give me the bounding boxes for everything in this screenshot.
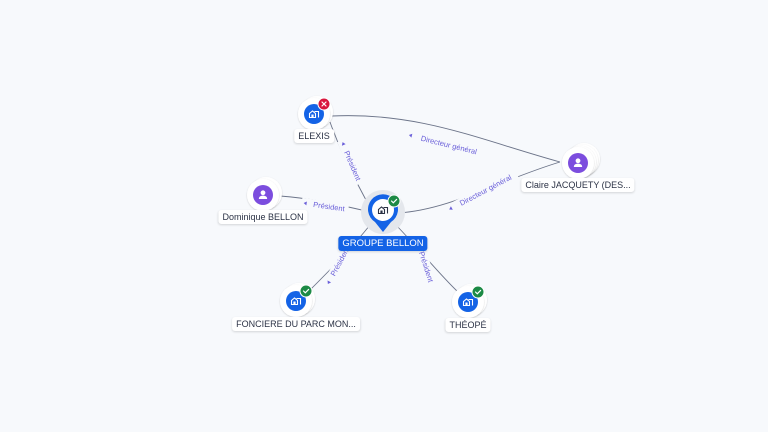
node-claire-jacquety[interactable] [562,143,600,179]
edge-claire-jacquety-elexis[interactable]: Directeur général [331,115,561,163]
edge-line [331,115,561,163]
arrow-icon [341,142,346,146]
node-elexis[interactable] [298,96,333,130]
arrow-icon [408,133,413,138]
node-label-groupe-bellon[interactable]: GROUPE BELLON [338,236,428,251]
node-groupe-bellon[interactable] [361,190,405,234]
edge-label: Président [417,250,436,284]
node-label-fonciere[interactable]: FONCIERE DU PARC MON... [232,317,360,331]
edge-dominique-bellon-groupe-bellon[interactable]: Président [279,195,367,215]
edge-groupe-bellon-elexis[interactable]: Président [329,121,367,201]
node-label-dominique-bellon[interactable]: Dominique BELLON [218,210,308,224]
close-badge-icon [317,97,331,111]
check-badge-icon [299,284,313,298]
node-label-theope[interactable]: THÉOPÉ [445,318,491,332]
node-label-claire-jacquety[interactable]: Claire JACQUETY (DES... [521,178,635,192]
edge-label: Président [313,200,347,213]
node-fonciere[interactable] [280,283,315,317]
check-badge-icon [471,285,485,299]
edge-label: Directeur général [420,134,478,157]
check-badge-icon [387,194,401,208]
arrow-icon [449,206,453,210]
node-dominique-bellon[interactable] [247,177,282,211]
arrow-icon [327,280,332,285]
node-label-elexis[interactable]: ELEXIS [294,129,334,143]
node-theope[interactable] [452,284,487,318]
arrow-icon [303,201,307,206]
edge-label: Directeur général [458,173,513,208]
